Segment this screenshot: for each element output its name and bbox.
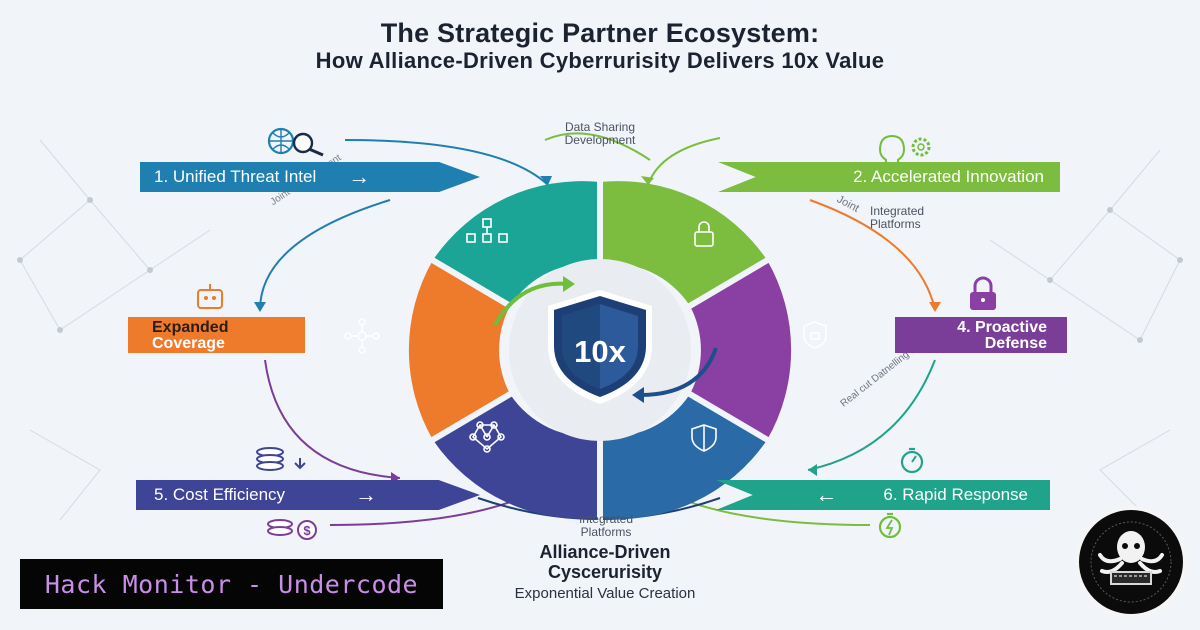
svg-text:$: $ [303, 523, 311, 538]
banner-label: 5. Cost Efficiency [154, 485, 286, 504]
cycle-arrowhead-green [563, 276, 575, 292]
arc-teal-right [807, 359, 936, 471]
hub-icon [344, 318, 380, 354]
segment-cost-efficiency [433, 394, 600, 519]
purple-lock-icon [970, 276, 996, 310]
shield-lock-icon [803, 321, 827, 349]
globe-search-icon [267, 127, 324, 157]
background-nodes [17, 197, 1183, 343]
network-icon [466, 218, 508, 243]
money-icon: $ [267, 519, 317, 540]
timer-bolt-icon [878, 512, 902, 539]
arrow-left-icon: ← [815, 482, 838, 507]
octopus-logo [1075, 506, 1187, 618]
segment-rapid-response [600, 394, 767, 519]
padlock-icon [694, 221, 714, 247]
banner-unified-threat-intel: 1. Unified Threat Intel → [140, 162, 480, 192]
banner-rapid-response: ← 6. Rapid Response [716, 480, 1050, 510]
segment-accelerated-innovation [600, 181, 767, 306]
arrow-right-icon: → [348, 164, 371, 189]
banner-label: 1. Unified Threat Intel [154, 167, 317, 186]
arrow-right-icon: → [355, 482, 378, 507]
cycle-arrowhead-navy [632, 387, 644, 403]
lightbulb-gear-icon [878, 134, 931, 167]
arc-blue-left [259, 199, 391, 311]
segment-expanded-coverage [408, 260, 510, 440]
arc-orange-right [809, 199, 936, 311]
segment-proactive-defense [690, 260, 792, 440]
badge-text: 10x [574, 334, 626, 369]
arc-green-upper [544, 132, 651, 161]
coin-stack-icon [256, 447, 306, 471]
center-subtitle: Exponential Value Creation [514, 585, 696, 602]
banner-label: 6. Rapid Response [883, 485, 1028, 504]
watermark-hack-monitor: Hack Monitor - Undercode [20, 559, 443, 609]
arc-purple-left [264, 359, 401, 479]
background-network [19, 139, 1181, 521]
banner-accelerated-innovation: 2. Accelerated Innovation [718, 162, 1060, 192]
arc-blue-top [344, 139, 549, 186]
center-cycle-arrows [493, 281, 718, 397]
shield-icon [691, 424, 717, 452]
banner-cost-efficiency: 5. Cost Efficiency → [136, 480, 480, 510]
page-subtitle: How Alliance-Driven Cyberrurisity Delive… [315, 48, 885, 73]
molecule-icon [469, 421, 505, 453]
banner-label: 2. Accelerated Innovation [853, 167, 1044, 186]
page-title: The Strategic Partner Ecosystem: [380, 18, 820, 48]
robot-icon [197, 284, 223, 309]
shield-badge [548, 290, 652, 404]
stopwatch-icon [900, 447, 924, 474]
segment-unified-threat-intel [433, 181, 600, 306]
